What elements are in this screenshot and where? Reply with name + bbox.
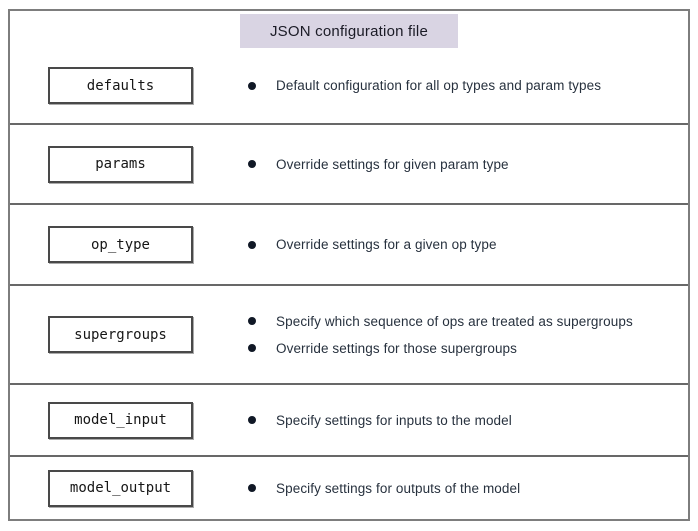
list-item: Default configuration for all op types a… (248, 78, 601, 93)
label-box-model-output: model_output (48, 469, 193, 507)
label-model-input: model_input (74, 412, 167, 428)
list-item: Specify which sequence of ops are treate… (248, 314, 633, 329)
label-box-op-type: op_type (48, 226, 193, 263)
bullet-icon (248, 416, 256, 424)
label-supergroups: supergroups (74, 326, 167, 343)
bullet-text: Override settings for a given op type (276, 237, 497, 252)
label-op-type: op_type (90, 236, 150, 253)
bullet-icon (248, 484, 256, 492)
label-box-params: params (48, 145, 193, 183)
bullet-list-defaults: Default configuration for all op types a… (248, 78, 601, 93)
bullet-text: Override settings for those supergroups (276, 340, 518, 356)
list-item: Override settings for those supergroups (248, 341, 633, 356)
bullet-icon (248, 344, 256, 352)
row-params: params Override settings for given param… (10, 125, 688, 205)
bullet-list-op-type: Override settings for a given op type (248, 237, 497, 252)
list-item: Override settings for a given op type (248, 237, 497, 252)
label-params: params (95, 156, 146, 172)
row-supergroups: supergroups Specify which sequence of op… (10, 286, 688, 385)
bullet-list-model-input: Specify settings for inputs to the model (248, 413, 512, 428)
label-model-output: model_output (69, 480, 172, 496)
bullet-text: Default configuration for all op types a… (276, 78, 602, 93)
diagram-frame: JSON configuration file defaults Default… (8, 9, 690, 521)
bullet-list-params: Override settings for given param type (248, 157, 509, 172)
bullet-text: Override settings for given param type (276, 156, 509, 172)
row-model-output: model_output Specify settings for output… (10, 457, 688, 519)
bullet-text: Specify which sequence of ops are treate… (276, 313, 633, 329)
bullet-list-supergroups: Specify which sequence of ops are treate… (248, 314, 633, 356)
list-item: Specify settings for inputs to the model (248, 413, 512, 428)
label-box-defaults: defaults (48, 67, 193, 104)
label-defaults: defaults (86, 77, 155, 94)
bullet-icon (248, 160, 256, 168)
label-box-supergroups: supergroups (48, 316, 193, 353)
bullet-icon (248, 81, 256, 90)
row-model-input: model_input Specify settings for inputs … (10, 385, 688, 457)
bullet-text: Specify settings for inputs to the model (276, 412, 512, 428)
label-box-model-input: model_input (48, 401, 193, 439)
bullet-list-model-output: Specify settings for outputs of the mode… (248, 481, 520, 496)
bullet-icon (248, 317, 256, 325)
list-item: Override settings for given param type (248, 157, 509, 172)
title-box: JSON configuration file (240, 14, 458, 48)
row-defaults-content: defaults Default configuration for all o… (10, 48, 688, 123)
bullet-text: Specify settings for outputs of the mode… (276, 480, 521, 496)
bullet-icon (248, 240, 256, 249)
list-item: Specify settings for outputs of the mode… (248, 481, 520, 496)
page-title: JSON configuration file (269, 22, 428, 40)
row-defaults: JSON configuration file defaults Default… (10, 11, 688, 125)
row-op-type: op_type Override settings for a given op… (10, 205, 688, 286)
